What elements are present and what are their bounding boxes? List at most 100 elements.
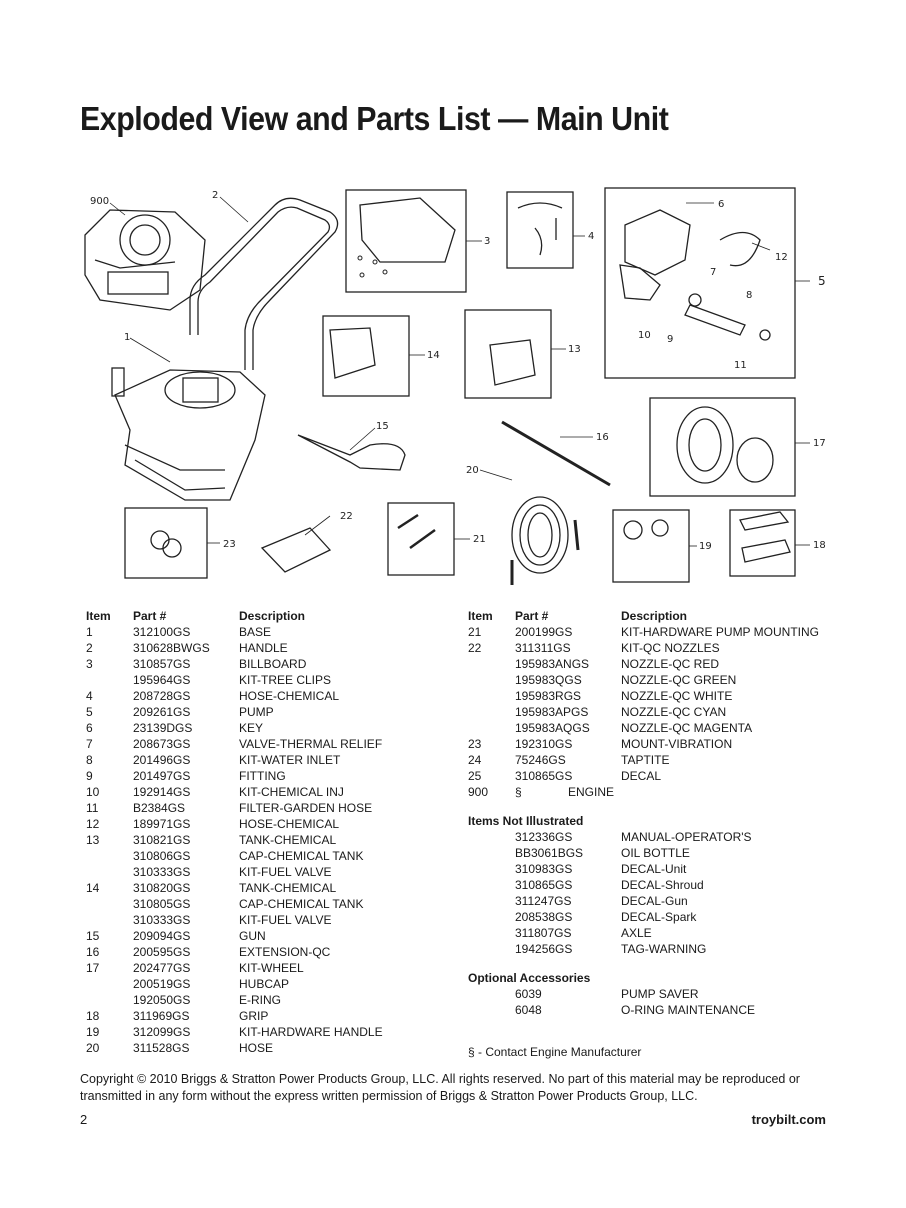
cell-part: 195983QGS — [515, 673, 582, 687]
cell-item: 15 — [86, 929, 100, 943]
handle-illustration — [189, 197, 339, 370]
cell-item: 14 — [86, 881, 100, 895]
footnote: § - Contact Engine Manufacturer — [468, 1045, 642, 1059]
mount-vibration-box — [124, 507, 208, 579]
cell-desc: TANK-CHEMICAL — [239, 881, 337, 895]
callout-13: 13 — [568, 344, 581, 355]
cell-part: 200595GS — [133, 945, 191, 959]
cell-part: 195964GS — [133, 673, 191, 687]
cell-item: 5 — [86, 705, 93, 719]
cell-part: 201496GS — [133, 753, 191, 767]
callout-10: 10 — [638, 330, 651, 341]
cell-part: 311969GS — [133, 1009, 190, 1023]
cell-item: 18 — [86, 1009, 100, 1023]
cell-desc: HOSE — [239, 1041, 274, 1055]
callout-17: 17 — [813, 438, 826, 449]
engine-illustration — [84, 209, 206, 311]
pump-box — [604, 187, 796, 379]
cell-desc: KIT-CHEMICAL INJ — [239, 785, 344, 799]
nozzles-illustration — [260, 527, 332, 573]
callout-4: 4 — [588, 231, 594, 242]
cell-item: 16 — [86, 945, 100, 959]
callout-11: 11 — [734, 360, 747, 371]
cell-item: 12 — [86, 817, 100, 831]
cell-desc: NOZZLE-QC GREEN — [621, 673, 737, 687]
callout-22: 22 — [340, 511, 353, 522]
cell-desc: HANDLE — [239, 641, 288, 655]
cell-desc: KIT-HARDWARE HANDLE — [239, 1025, 383, 1039]
cell-part: 312100GS — [133, 625, 191, 639]
callout-18: 18 — [813, 540, 826, 551]
cell-item: 25 — [468, 769, 482, 783]
cell-part: 312099GS — [133, 1025, 191, 1039]
cell-part: 310628BWGS — [133, 641, 210, 655]
cell-part: 195983ANGS — [515, 657, 590, 671]
cell-desc: AXLE — [621, 926, 652, 940]
cell-desc: PUMP SAVER — [621, 987, 699, 1001]
cell-part: 6039 — [515, 987, 542, 1001]
cell-desc: HOSE-CHEMICAL — [239, 689, 340, 703]
cell-item: 2 — [86, 641, 93, 655]
cell-part: 311247GS — [515, 894, 572, 908]
cell-desc: KIT-TREE CLIPS — [239, 673, 332, 687]
cell-item: 22 — [468, 641, 482, 655]
tank-14-box — [322, 315, 410, 397]
cell-part: 311311GS — [515, 641, 571, 655]
callout-21: 21 — [473, 534, 486, 545]
cell-part: 310333GS — [133, 865, 191, 879]
copyright-notice: Copyright © 2010 Briggs & Stratton Power… — [80, 1072, 800, 1103]
cell-desc: HOSE-CHEMICAL — [239, 817, 340, 831]
cell-desc: NOZZLE-QC CYAN — [621, 705, 727, 719]
cell-desc: CAP-CHEMICAL TANK — [239, 849, 364, 863]
cell-desc: MANUAL-OPERATOR'S — [621, 830, 752, 844]
callout-15: 15 — [376, 421, 389, 432]
callout-23: 23 — [223, 539, 236, 550]
cell-part: 192914GS — [133, 785, 191, 799]
callout-900: 900 — [90, 196, 109, 207]
cell-desc: DECAL-Gun — [621, 894, 688, 908]
cell-desc: DECAL-Shroud — [621, 878, 704, 892]
table-row: 6039 PUMP SAVER — [468, 986, 699, 1002]
page-number: 2 — [80, 1112, 88, 1127]
wheel-box — [649, 397, 796, 497]
cell-desc: KIT-WHEEL — [239, 961, 304, 975]
table-row: 311247GS DECAL-Gun — [468, 893, 688, 909]
cell-desc: GUN — [239, 929, 266, 943]
cell-item: 24 — [468, 753, 482, 767]
callout-16: 16 — [596, 432, 609, 443]
not-illustrated-heading: Items Not Illustrated — [468, 814, 584, 828]
tank-13-box — [464, 309, 552, 399]
cell-item: 20 — [86, 1041, 100, 1055]
cell-desc: HUBCAP — [239, 977, 290, 991]
cell-desc: KIT-FUEL VALVE — [239, 865, 332, 879]
cell-item: 8 — [86, 753, 93, 767]
cell-item: 6 — [86, 721, 93, 735]
hardware-handle-box — [612, 509, 690, 583]
callout-14: 14 — [427, 350, 440, 361]
cell-part: 310983GS — [515, 862, 573, 876]
cell-item: 11 — [86, 801, 99, 815]
cell-part: 194256GS — [515, 942, 573, 956]
callout-3: 3 — [484, 236, 490, 247]
cell-desc: EXTENSION-QC — [239, 945, 331, 959]
optional-accessories-heading: Optional Accessories — [468, 971, 591, 985]
cell-desc: KEY — [239, 721, 264, 735]
cell-desc: KIT-WATER INLET — [239, 753, 341, 767]
page-title: Exploded View and Parts List — Main Unit — [80, 100, 669, 137]
cell-part: 192050GS — [133, 993, 191, 1007]
cell-part: 200519GS — [133, 977, 191, 991]
cell-desc: NOZZLE-QC WHITE — [621, 689, 733, 703]
callout-20: 20 — [466, 465, 479, 476]
